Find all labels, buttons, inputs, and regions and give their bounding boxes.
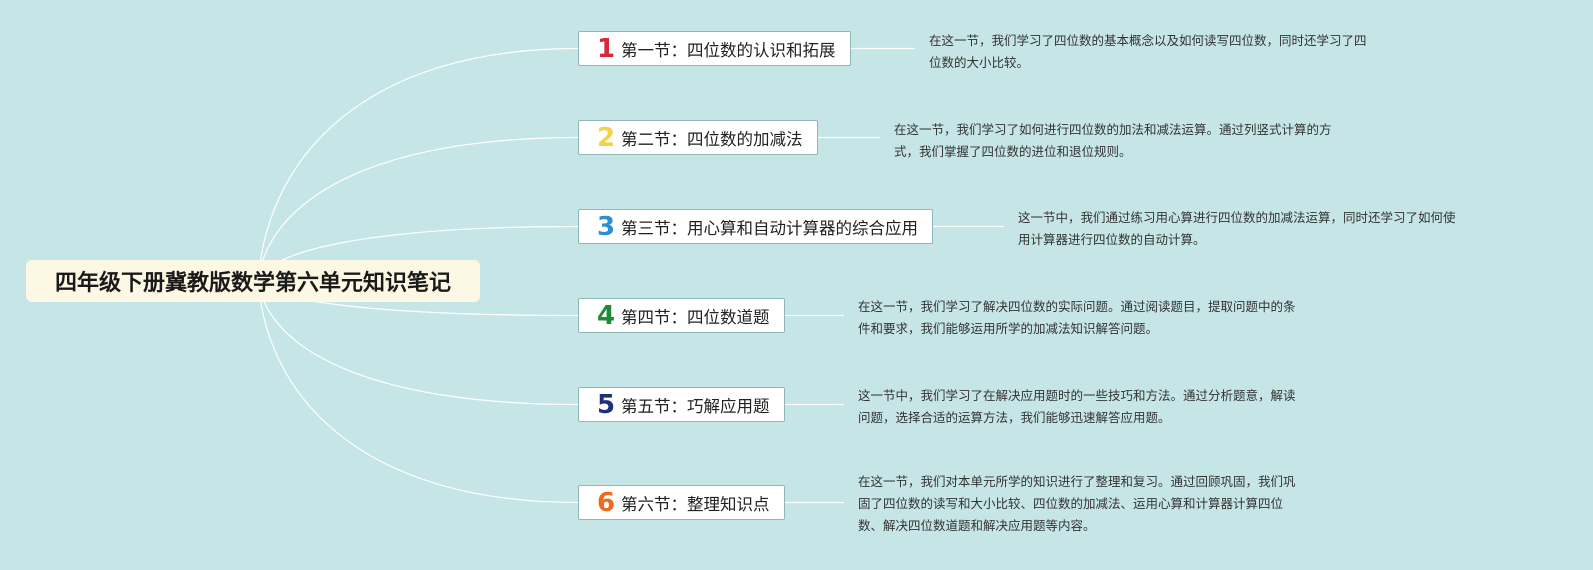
- root-title: 四年级下册冀教版数学第六单元知识笔记: [54, 271, 451, 296]
- section-1-description: 在这一节，我们学习了四位数的基本概念以及如何读写四位数，同时还学习了四 位数的大…: [929, 30, 1367, 74]
- section-1-label: 第一节：四位数的认识和拓展: [621, 40, 836, 60]
- desc-line: 件和要求，我们能够运用所学的加减法知识解答问题。: [858, 321, 1159, 336]
- section-6-label: 第六节：整理知识点: [621, 494, 770, 514]
- branch-section-5[interactable]: 5 第五节：巧解应用题: [578, 387, 785, 422]
- branch-section-6[interactable]: 6 第六节：整理知识点: [578, 485, 785, 520]
- desc-line: 位数的大小比较。: [929, 55, 1030, 70]
- branch-section-4[interactable]: 4 第四节：四位数道题: [578, 298, 785, 333]
- desc-line: 在这一节，我们对本单元所学的知识进行了整理和复习。通过回顾巩固，我们巩: [858, 474, 1296, 489]
- desc-line: 用计算器进行四位数的自动计算。: [1018, 232, 1206, 247]
- desc-line: 在这一节，我们学习了四位数的基本概念以及如何读写四位数，同时还学习了四: [929, 33, 1367, 48]
- desc-line: 这一节中，我们通过练习用心算进行四位数的加减法运算，同时还学习了如何使: [1018, 210, 1456, 225]
- desc-line: 在这一节，我们学习了如何进行四位数的加法和减法运算。通过列竖式计算的方: [894, 122, 1332, 137]
- section-3-description: 这一节中，我们通过练习用心算进行四位数的加减法运算，同时还学习了如何使 用计算器…: [1018, 207, 1456, 251]
- branch-section-2[interactable]: 2 第二节：四位数的加减法: [578, 120, 818, 155]
- section-3-label: 第三节：用心算和自动计算器的综合应用: [621, 218, 918, 238]
- number-2-icon: 2: [597, 122, 616, 153]
- section-6-description: 在这一节，我们对本单元所学的知识进行了整理和复习。通过回顾巩固，我们巩 固了四位…: [858, 471, 1296, 537]
- root-connector-5: [257, 280, 579, 406]
- desc-line: 在这一节，我们学习了解决四位数的实际问题。通过阅读题目，提取问题中的条: [858, 299, 1296, 314]
- section-4-label: 第四节：四位数道题: [621, 307, 770, 327]
- desc-line: 式，我们掌握了四位数的进位和退位规则。: [894, 144, 1132, 159]
- root-connector-1: [257, 47, 579, 282]
- desc-line: 问题，选择合适的运算方法，我们能够迅速解答应用题。: [858, 410, 1171, 425]
- section-2-description: 在这一节，我们学习了如何进行四位数的加法和减法运算。通过列竖式计算的方 式，我们…: [894, 119, 1332, 163]
- section-5-label: 第五节：巧解应用题: [621, 396, 770, 416]
- root-connector-6: [257, 280, 579, 504]
- desc-line: 数、解决四位数道题和解决应用题等内容。: [858, 518, 1096, 533]
- branch-section-3[interactable]: 3 第三节：用心算和自动计算器的综合应用: [578, 209, 933, 244]
- section-4-description: 在这一节，我们学习了解决四位数的实际问题。通过阅读题目，提取问题中的条 件和要求…: [858, 296, 1296, 340]
- number-5-icon: 5: [597, 389, 616, 420]
- root-connector-2: [257, 136, 579, 282]
- desc-line: 这一节中，我们学习了在解决应用题时的一些技巧和方法。通过分析题意，解读: [858, 388, 1296, 403]
- desc-line: 固了四位数的读写和大小比较、四位数的加减法、运用心算和计算器计算四位: [858, 496, 1284, 511]
- branch-section-1[interactable]: 1 第一节：四位数的认识和拓展: [578, 31, 851, 66]
- section-5-description: 这一节中，我们学习了在解决应用题时的一些技巧和方法。通过分析题意，解读 问题，选…: [858, 385, 1296, 429]
- number-1-icon: 1: [597, 33, 616, 64]
- number-4-icon: 4: [597, 300, 616, 331]
- root-topic[interactable]: 四年级下册冀教版数学第六单元知识笔记: [26, 260, 480, 302]
- number-3-icon: 3: [597, 211, 616, 242]
- section-2-label: 第二节：四位数的加减法: [621, 129, 803, 149]
- number-6-icon: 6: [597, 487, 616, 518]
